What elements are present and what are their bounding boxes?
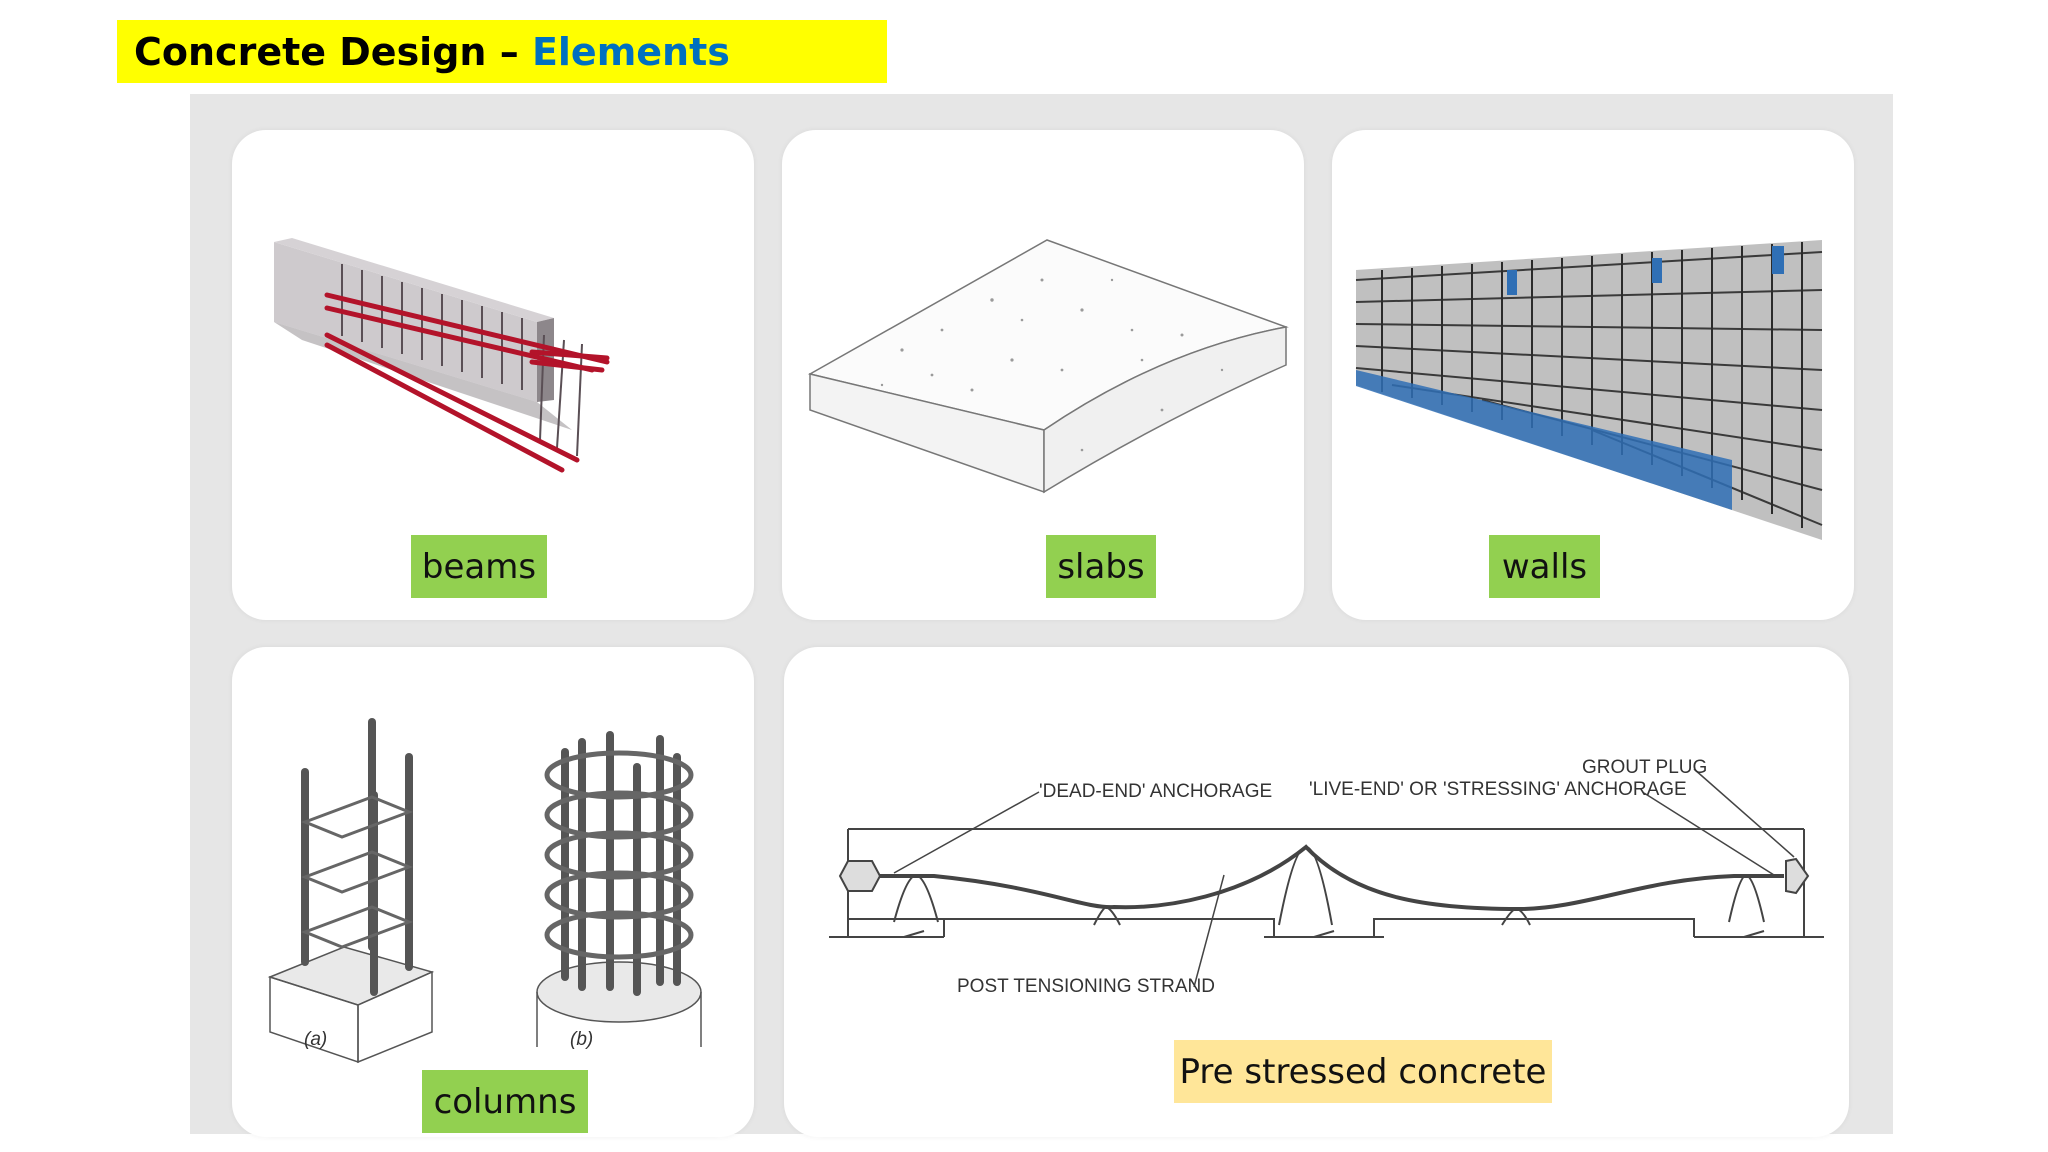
dead-end-annotation: 'DEAD-END' ANCHORAGE <box>1039 781 1272 802</box>
beams-label: beams <box>411 535 547 598</box>
strand-annotation: POST TENSIONING STRAND <box>957 976 1215 997</box>
walls-panel: walls <box>1332 130 1854 620</box>
elements-board: beams slabs <box>190 94 1893 1137</box>
columns-panel: (a) (b) columns <box>232 647 754 1137</box>
prestressed-panel: 'DEAD-END' ANCHORAGE 'LIVE-END' OR 'STRE… <box>784 647 1849 1137</box>
walls-label: walls <box>1489 535 1600 598</box>
title-accent: Elements <box>531 29 730 74</box>
slabs-panel: slabs <box>782 130 1304 620</box>
live-end-annotation: 'LIVE-END' OR 'STRESSING' ANCHORAGE <box>1309 779 1687 800</box>
title-main: Concrete Design – <box>134 29 519 74</box>
slab-illustration <box>807 239 1289 494</box>
slide-title: Concrete Design – Elements <box>117 20 887 83</box>
caption-b: (b) <box>570 1029 593 1050</box>
prestressed-label: Pre stressed concrete <box>1174 1040 1552 1103</box>
prestressed-illustration: 'DEAD-END' ANCHORAGE 'LIVE-END' OR 'STRE… <box>829 757 1824 997</box>
grout-plug-annotation: GROUT PLUG <box>1582 757 1707 778</box>
caption-a: (a) <box>304 1029 327 1050</box>
beams-panel: beams <box>232 130 754 620</box>
beam-illustration <box>274 238 610 473</box>
columns-label: columns <box>422 1070 588 1133</box>
slabs-label: slabs <box>1046 535 1156 598</box>
columns-illustration: (a) (b) <box>267 718 702 1064</box>
wall-illustration <box>1355 240 1823 540</box>
